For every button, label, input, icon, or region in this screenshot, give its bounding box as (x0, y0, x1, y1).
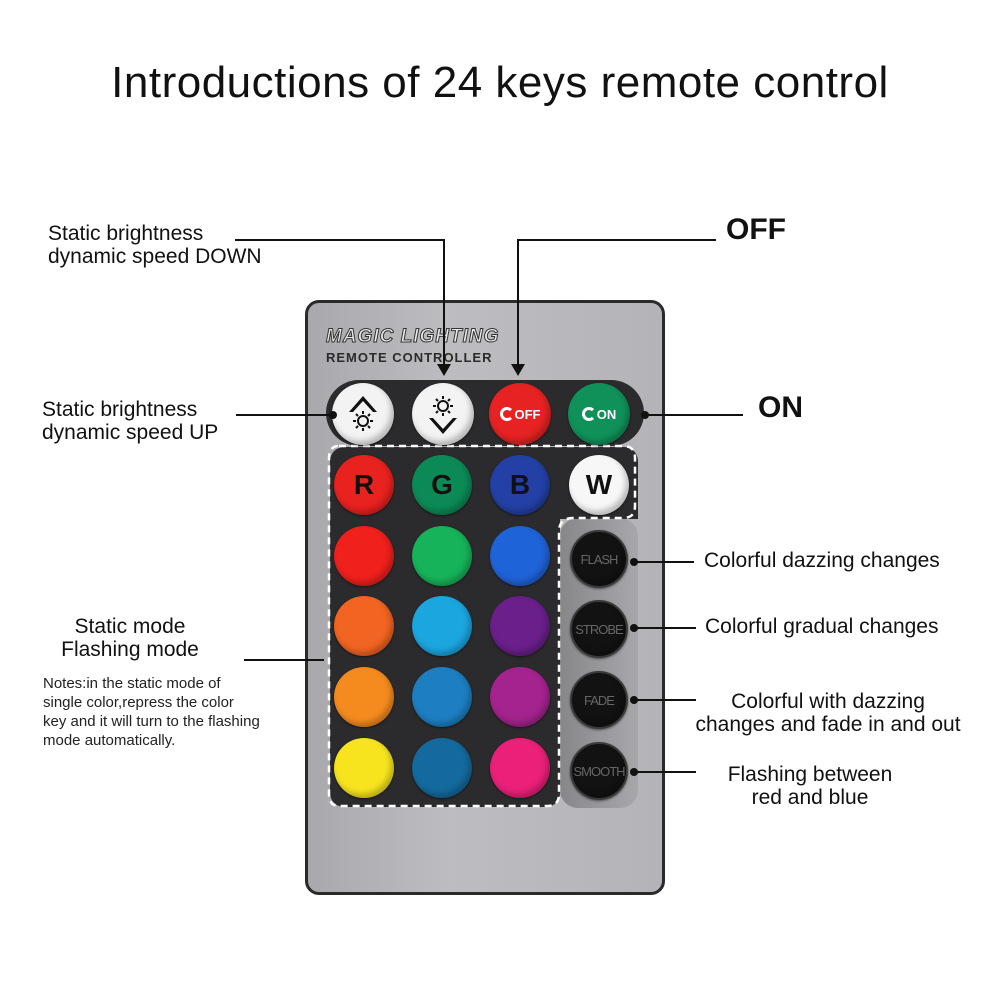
label-static-mode: Static mode Flashing mode (61, 615, 199, 661)
leader-strobe-dot (630, 624, 638, 632)
color-button-r3c3[interactable] (490, 596, 550, 656)
leader-off-h (518, 239, 716, 241)
leader-smooth-dot (630, 768, 638, 776)
power-on-icon (581, 407, 596, 421)
label-brightness-down: Static brightness dynamic speed DOWN (48, 222, 262, 268)
label-smooth: Flashing between red and blue (727, 763, 893, 809)
leader-on (643, 414, 743, 416)
flash-button[interactable]: FLASH (570, 530, 628, 588)
blue-button[interactable]: B (490, 455, 550, 515)
power-off-icon (499, 407, 514, 421)
leader-bright-up (236, 414, 332, 416)
color-button-r3c1[interactable] (334, 596, 394, 656)
leader-fade (634, 699, 696, 701)
color-button-r2c3[interactable] (490, 526, 550, 586)
brightness-down-button[interactable] (412, 383, 474, 445)
color-button-r5c2[interactable] (412, 738, 472, 798)
leader-static-mode (244, 659, 324, 661)
color-button-r4c1[interactable] (334, 667, 394, 727)
leader-off-v (517, 239, 519, 372)
leader-bright-up-dot (329, 411, 337, 419)
leader-flash (634, 561, 694, 563)
white-button[interactable]: W (569, 455, 629, 515)
strobe-button[interactable]: STROBE (570, 600, 628, 658)
red-button[interactable]: R (334, 455, 394, 515)
color-button-r2c1[interactable] (334, 526, 394, 586)
color-button-r5c3[interactable] (490, 738, 550, 798)
fade-button[interactable]: FADE (570, 671, 628, 729)
static-mode-outline (327, 444, 637, 808)
color-button-r4c3[interactable] (490, 667, 550, 727)
leader-bright-down-arrow (437, 364, 451, 376)
brand-subtitle: REMOTE CONTROLLER (326, 350, 493, 365)
leader-fade-dot (630, 696, 638, 704)
brightness-up-button[interactable] (332, 383, 394, 445)
color-button-r2c2[interactable] (412, 526, 472, 586)
off-button[interactable]: OFF (489, 383, 551, 445)
color-button-r3c2[interactable] (412, 596, 472, 656)
leader-strobe (634, 627, 696, 629)
brightness-down-icon (429, 396, 457, 434)
page-title: Introductions of 24 keys remote control (111, 58, 889, 107)
label-off: OFF (726, 213, 786, 246)
label-flash: Colorful dazzing changes (704, 549, 940, 572)
leader-off-arrow (511, 364, 525, 376)
green-button[interactable]: G (412, 455, 472, 515)
notes-text: Notes:in the static mode of single color… (43, 675, 260, 749)
leader-smooth (634, 771, 696, 773)
brightness-up-icon (349, 396, 377, 431)
label-strobe: Colorful gradual changes (705, 615, 939, 638)
leader-on-dot (641, 411, 649, 419)
smooth-button[interactable]: SMOOTH (570, 742, 628, 800)
label-fade: Colorful with dazzing changes and fade i… (695, 690, 961, 736)
leader-bright-down-v (443, 239, 445, 372)
color-button-r5c1[interactable] (334, 738, 394, 798)
on-button[interactable]: ON (568, 383, 630, 445)
label-brightness-up: Static brightness dynamic speed UP (42, 398, 219, 444)
remote-brand: MAGIC LIGHTING REMOTE CONTROLLER (325, 326, 500, 366)
leader-bright-down-h (235, 239, 445, 241)
label-on: ON (758, 391, 803, 424)
color-button-r4c2[interactable] (412, 667, 472, 727)
leader-flash-dot (630, 558, 638, 566)
brand-name: MAGIC LIGHTING (325, 326, 500, 348)
